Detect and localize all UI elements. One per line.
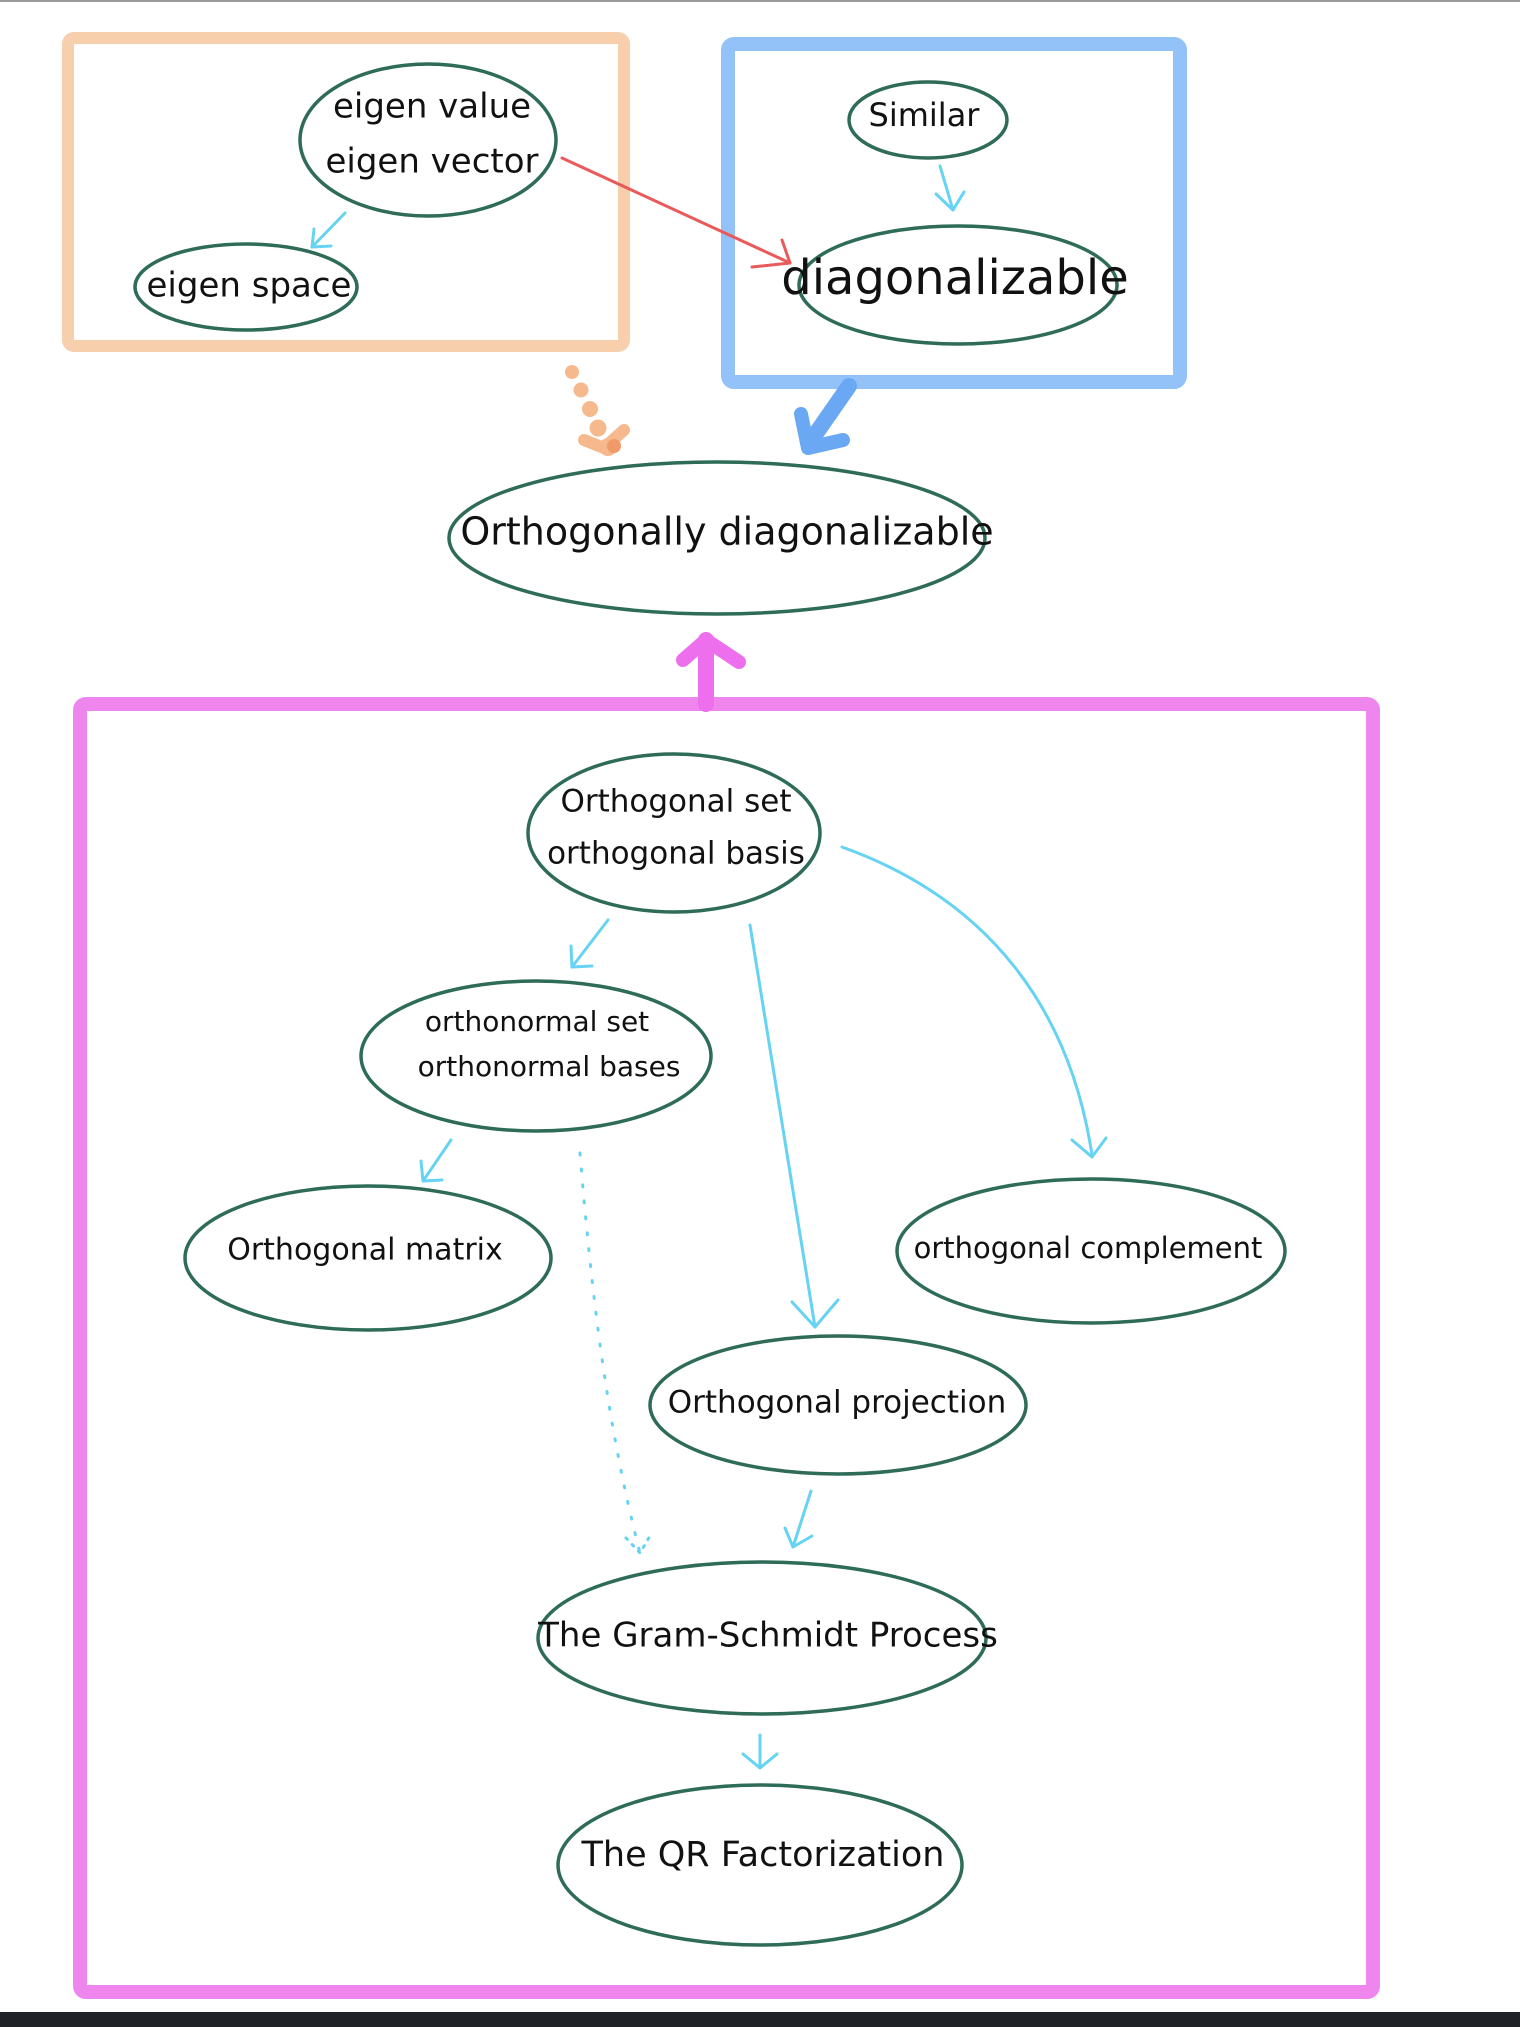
projection-to-gramschmidt-arrow bbox=[783, 1489, 814, 1549]
top-rule bbox=[0, 0, 1520, 2]
gram-schmidt-node[interactable]: The Gram-Schmidt Process bbox=[536, 1560, 998, 1716]
diagonalizable-node[interactable]: diagonalizable bbox=[781, 224, 1129, 346]
orthogonal-matrix-node[interactable]: Orthogonal matrix bbox=[183, 1184, 553, 1332]
qr-factorization-label: The QR Factorization bbox=[581, 1835, 945, 1875]
orthonormalset-to-gramschmidt-dotted-arrow bbox=[578, 1151, 652, 1555]
orthogonal-complement-label: orthogonal complement bbox=[914, 1231, 1263, 1265]
orthogonal-matrix-label: Orthogonal matrix bbox=[227, 1233, 503, 1268]
bottom-bar bbox=[0, 2012, 1520, 2027]
similar-node[interactable]: Similar bbox=[847, 80, 1009, 160]
eigen-space-label: eigen space bbox=[147, 266, 352, 306]
orthogonal-group-frame bbox=[73, 697, 1380, 1999]
eigen-vector-label: eigen vector bbox=[325, 142, 538, 182]
eigen-space-node[interactable]: eigen space bbox=[133, 242, 359, 332]
orthogonalset-to-orthonormalset-arrow bbox=[569, 918, 610, 969]
orthogonally-diagonalizable-node[interactable]: Orthogonally diagonalizable bbox=[447, 460, 994, 616]
gram-schmidt-label: The Gram-Schmidt Process bbox=[537, 1616, 998, 1656]
orthogonal-set-label: Orthogonal set bbox=[560, 784, 791, 820]
orthogonal-to-orthodiag-arrow bbox=[676, 632, 746, 712]
orthonormal-set-label: orthonormal set bbox=[425, 1005, 649, 1038]
similar-to-diagonalizable-arrow bbox=[934, 164, 966, 212]
orthogonal-set-node[interactable]: Orthogonal set orthogonal basis bbox=[526, 752, 822, 914]
orthogonally-diagonalizable-label: Orthogonally diagonalizable bbox=[460, 510, 993, 554]
orthonormalset-to-matrix-arrow bbox=[419, 1138, 453, 1183]
orthonormal-set-node[interactable]: orthonormal set orthonormal bases bbox=[359, 979, 713, 1133]
eigenvalue-to-eigenspace-arrow bbox=[310, 211, 347, 249]
eigenvalue-to-diagonalizable-arrow bbox=[560, 156, 792, 269]
gramschmidt-to-qr-arrow bbox=[741, 1733, 779, 1770]
orthogonal-projection-node[interactable]: Orthogonal projection bbox=[648, 1334, 1028, 1476]
orthogonalset-to-projection-arrow bbox=[748, 923, 840, 1329]
qr-factorization-node[interactable]: The QR Factorization bbox=[556, 1783, 964, 1947]
similar-label: Similar bbox=[869, 96, 981, 134]
diagonalizable-label: diagonalizable bbox=[781, 250, 1129, 306]
similarity-to-orthodiag-arrow bbox=[794, 378, 857, 455]
orthogonal-complement-node[interactable]: orthogonal complement bbox=[895, 1177, 1287, 1325]
orthonormal-bases-label: orthonormal bases bbox=[418, 1050, 681, 1083]
eigen-value-label: eigen value bbox=[333, 87, 531, 127]
orthogonalset-to-complement-arrow bbox=[840, 845, 1108, 1159]
eigen-group-frame bbox=[62, 32, 630, 352]
orthogonal-basis-label: orthogonal basis bbox=[547, 836, 805, 872]
orthogonal-projection-label: Orthogonal projection bbox=[668, 1385, 1007, 1421]
similarity-group-frame bbox=[721, 37, 1187, 389]
eigen-to-orthodiag-dotted-arrow bbox=[565, 365, 630, 456]
eigen-value-vector-node[interactable]: eigen value eigen vector bbox=[298, 62, 558, 218]
